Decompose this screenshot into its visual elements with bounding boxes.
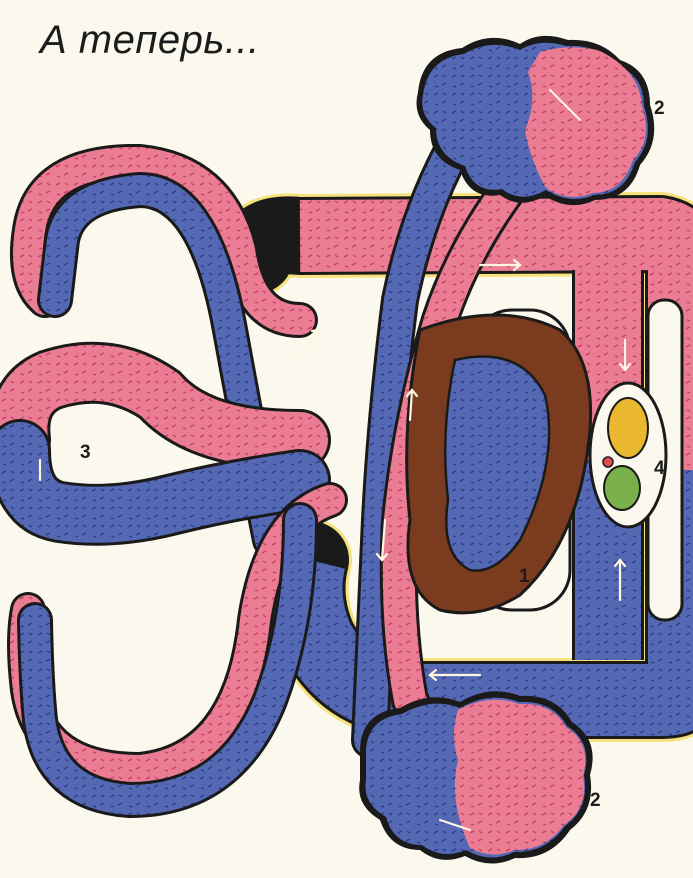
stomach-organ <box>604 466 640 510</box>
label-capillary-bed: 3 <box>80 442 91 464</box>
liver-organ <box>608 398 648 458</box>
organs-window <box>590 383 666 527</box>
label-organs: 4 <box>654 458 665 480</box>
page-title: А теперь... <box>40 18 260 63</box>
label-lung-top: 2 <box>654 98 665 120</box>
label-heart: 1 <box>519 566 530 588</box>
lung-bottom <box>359 691 592 863</box>
label-lung-bottom: 2 <box>590 790 601 812</box>
lower-body-loop <box>25 500 330 800</box>
